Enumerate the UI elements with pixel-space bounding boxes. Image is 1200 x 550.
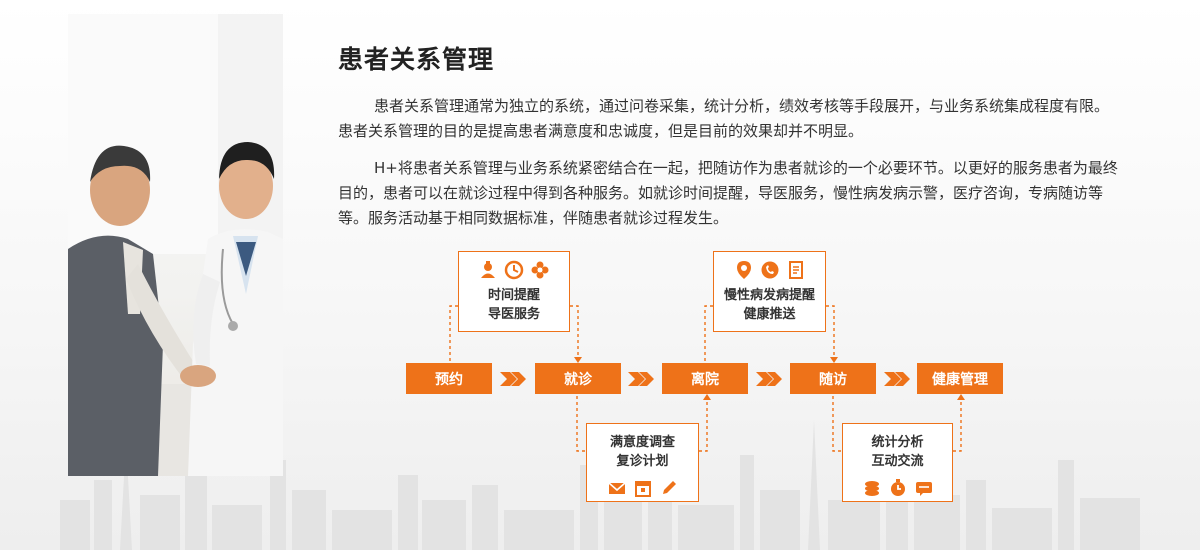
doctor-patient-photo — [68, 14, 283, 476]
service-box-line: 健康推送 — [743, 307, 796, 322]
service-box-line: 时间提醒 — [487, 288, 540, 303]
service-box-line: 导医服务 — [487, 307, 540, 322]
step-discharge: 离院 — [662, 363, 748, 394]
pen-icon — [662, 481, 676, 494]
clock-icon — [504, 260, 524, 280]
service-box-survey: 满意度调查 复诊计划 — [586, 423, 699, 502]
calendar-icon — [634, 481, 651, 497]
coins-icon — [864, 481, 879, 496]
service-box-line: 满意度调查 — [609, 435, 675, 450]
service-box-line: 统计分析 — [871, 435, 924, 450]
arrow-right-icon — [756, 372, 782, 386]
description-paragraph: H+将患者关系管理与业务系统紧密结合在一起，把随访作为患者就诊的一个必要环节。以… — [338, 159, 1118, 227]
intro-paragraph: 患者关系管理通常为独立的系统，通过问卷采集，统计分析，绩效考核等手段展开，与业务… — [338, 97, 1110, 140]
stopwatch-icon — [890, 479, 905, 496]
phone-icon — [761, 261, 778, 279]
location-icon — [736, 261, 751, 279]
chat-icon — [915, 482, 932, 496]
step-visit: 就诊 — [535, 363, 621, 394]
service-box-line: 慢性病发病提醒 — [723, 288, 815, 303]
service-box-alert: 慢性病发病提醒 健康推送 — [713, 251, 826, 332]
service-box-line: 互动交流 — [871, 454, 924, 469]
arrow-right-icon — [628, 372, 654, 386]
document-icon — [788, 261, 803, 279]
nurse-icon — [481, 261, 495, 278]
mail-icon — [607, 482, 626, 494]
step-health-management: 健康管理 — [917, 363, 1003, 394]
arrow-right-icon — [500, 372, 526, 386]
page-title: 患者关系管理 — [338, 45, 495, 74]
step-appointment: 预约 — [406, 363, 492, 394]
service-box-line: 复诊计划 — [616, 454, 669, 469]
city-skyline-background — [60, 420, 1140, 550]
step-follow-up: 随访 — [790, 363, 876, 394]
arrow-right-icon — [884, 372, 910, 386]
flower-icon — [531, 261, 549, 279]
service-box-reminder: 时间提醒 导医服务 — [458, 251, 570, 332]
service-box-statistics: 统计分析 互动交流 — [842, 423, 953, 502]
